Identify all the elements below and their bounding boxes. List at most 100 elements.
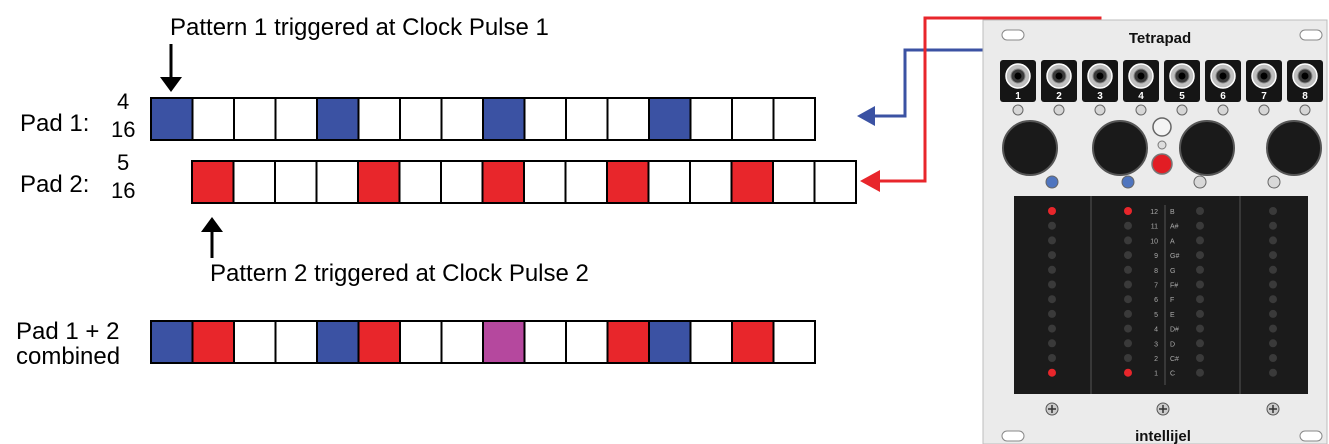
record-button[interactable] [1151,153,1173,175]
pad2-steps: 16 [111,178,135,203]
led-off-icon [1196,207,1204,215]
pad-leds [1048,207,1277,377]
pattern2-annotation: Pattern 2 triggered at Clock Pulse 2 [210,260,589,287]
jack-4[interactable]: 4 [1123,60,1159,102]
step-cell [316,97,360,141]
led-lit-icon [1124,368,1132,377]
scale-note: D [1170,341,1175,348]
scale-number: 10 [1150,238,1158,245]
mount-hole-icon [1299,430,1323,442]
led-off-icon [1048,295,1056,304]
step-cell [481,160,525,204]
led-off-icon [1048,251,1056,260]
led-off-icon [1196,295,1204,304]
module-title: Tetrapad [1129,30,1191,47]
step-cell [440,97,484,141]
jack-led-icon [1258,104,1270,116]
step-cell [647,160,691,204]
knob-icon[interactable] [1266,120,1322,176]
knobs [1002,120,1322,176]
led-off-icon [1124,221,1132,230]
jack-led-icon [1176,104,1188,116]
combined-step-grid [150,320,816,364]
jack-led-icon [1217,104,1229,116]
pattern2-arrow [201,217,223,258]
led-off-icon [1048,354,1056,362]
scale-note: A [1170,238,1175,245]
step-cell [606,97,650,141]
scale-number: 7 [1154,283,1158,290]
led-off-icon [1124,339,1132,348]
led-off-icon [1124,251,1132,260]
led-off-icon [1269,265,1277,274]
jack-label: 4 [1138,91,1144,102]
led-off-icon [1269,354,1277,362]
scale-number: 2 [1154,356,1158,363]
step-cell [274,97,318,141]
mount-hole-icon [1299,29,1323,41]
step-cell [813,160,857,204]
brand-logo: intellijel [1135,428,1191,444]
jack-led-icon [1053,104,1065,116]
led-off-icon [1196,309,1204,318]
jack-led-icon [1012,104,1024,116]
step-cell [606,320,650,364]
pad1-steps: 16 [111,117,135,142]
jack-label: 5 [1179,91,1185,102]
led-off-icon [1124,295,1132,304]
step-cell [565,320,609,364]
step-cell [648,97,692,141]
jack-1[interactable]: 1 [1000,60,1036,102]
jack-7[interactable]: 7 [1246,60,1282,102]
jack-6[interactable]: 6 [1205,60,1241,102]
step-cell [233,97,277,141]
led-lit-icon [1048,207,1056,215]
step-cell [482,320,526,364]
step-cell [357,160,401,204]
led-off-icon [1124,265,1132,274]
scale-number: 5 [1154,312,1158,319]
led-blue-icon [1121,175,1135,189]
screw-icons [1045,402,1280,416]
led-off-icon [1269,280,1277,289]
step-cell [191,97,235,141]
knob-icon[interactable] [1092,120,1148,176]
step-cell [150,320,194,364]
blue-cable-arrowhead [857,106,875,126]
red-cable-arrowhead [860,170,880,192]
led-lit-icon [1124,207,1132,215]
step-cell [689,160,733,204]
step-cell [233,320,277,364]
led-icon [1157,140,1167,150]
pad1-hits: 4 [117,89,129,114]
pad-area[interactable] [1014,196,1308,394]
step-cell [274,320,318,364]
led-off-icon [1048,280,1056,289]
jack-8[interactable]: 8 [1287,60,1323,102]
led-off-icon [1048,324,1056,333]
combined-label-line2: combined [16,343,120,370]
led-off-icon [1124,280,1132,289]
jack-5[interactable]: 5 [1164,60,1200,102]
led-off-icon [1196,354,1204,362]
led-off-icon [1048,339,1056,348]
mode-button[interactable] [1152,117,1172,137]
knob-icon[interactable] [1002,120,1058,176]
scale-number: 6 [1154,297,1158,304]
knob-icon[interactable] [1179,120,1235,176]
scale-note: C [1170,371,1175,378]
step-cell [730,160,774,204]
jack-3[interactable]: 3 [1082,60,1118,102]
jack-2[interactable]: 2 [1041,60,1077,102]
led-off-icon [1269,368,1277,377]
step-cell [315,160,359,204]
scale-note: E [1170,312,1175,319]
jack-led-icon [1135,104,1147,116]
scale-note: F# [1170,283,1178,290]
jack-label: 8 [1302,91,1308,102]
scale-note: G [1170,268,1175,275]
step-cell [689,97,733,141]
step-cell [232,160,276,204]
